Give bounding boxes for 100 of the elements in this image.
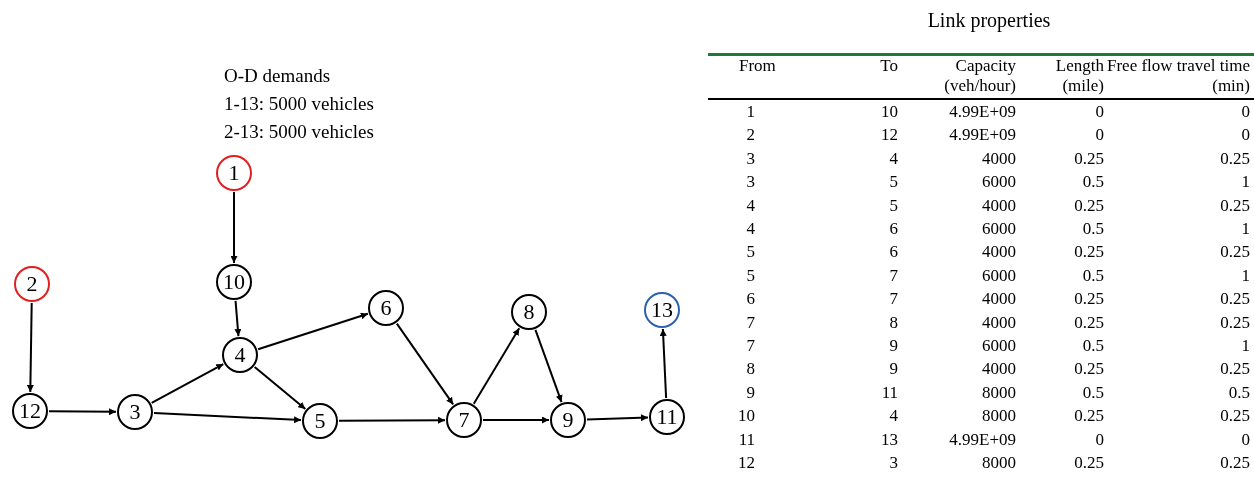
table-value: 4.99E+09 [948, 428, 1016, 451]
table-value: 0 [1094, 124, 1104, 147]
table-value: 5 [745, 264, 756, 287]
table-value: 0.5 [1081, 171, 1104, 194]
table-value: 4000 [981, 311, 1016, 334]
table-value: 11 [737, 428, 756, 451]
demand-note: 2-13: 5000 vehicles [224, 120, 374, 144]
table-value: 0 [1240, 124, 1251, 147]
table-value: 4 [888, 147, 898, 170]
demand-note: 1-13: 5000 vehicles [224, 92, 374, 116]
table-value: 0 [1094, 101, 1104, 123]
table-value: 10 [737, 405, 756, 428]
table-value: 1 [1240, 171, 1251, 194]
table-value: 8000 [981, 405, 1016, 428]
table-value: 0.25 [1219, 452, 1251, 475]
table-value: 8000 [981, 381, 1016, 404]
table-value: 4000 [981, 241, 1016, 264]
table-value: 2 [745, 124, 756, 147]
table-value: 6 [745, 288, 756, 311]
table-value: 3 [888, 452, 898, 475]
table-value: 0.5 [1081, 218, 1104, 241]
table-value: 7 [888, 264, 898, 287]
column-header: Length (mile) [1054, 56, 1104, 96]
table-value: 1 [1240, 218, 1251, 241]
arrow [234, 299, 242, 338]
arrow [153, 411, 302, 424]
arrow [659, 328, 668, 399]
arrow [534, 328, 563, 404]
table-value: 1 [1240, 335, 1251, 358]
arrow [257, 312, 369, 351]
column-header: To [879, 56, 898, 77]
table-value: 4000 [981, 358, 1016, 381]
table-value: 9 [745, 381, 756, 404]
table-value: 4 [745, 194, 756, 217]
table-value: 4 [745, 218, 756, 241]
table-value: 6000 [981, 264, 1016, 287]
table-value: 3 [745, 171, 756, 194]
table-value: 0.25 [1073, 358, 1104, 381]
table-value: 7 [745, 311, 756, 334]
table-value: 4000 [981, 194, 1016, 217]
table-value: 0.25 [1073, 241, 1104, 264]
arrow [586, 414, 649, 422]
column-header: Capacity (veh/hour) [943, 56, 1016, 96]
demand-note: O-D demands [224, 64, 332, 88]
table-value: 4000 [981, 147, 1016, 170]
table-value: 0.5 [1081, 335, 1104, 358]
table-value: 0.25 [1219, 288, 1251, 311]
table-value: 8 [745, 358, 756, 381]
table-value: 0.25 [1073, 405, 1104, 428]
table-value: 7 [745, 335, 756, 358]
table-value: 6 [888, 241, 898, 264]
table-value: 4 [888, 405, 898, 428]
table-value: 0.25 [1219, 147, 1251, 170]
table-value: 4000 [981, 288, 1016, 311]
table-value: 9 [888, 335, 898, 358]
table-value: 12 [737, 452, 756, 475]
table-value: 6 [888, 218, 898, 241]
table-value: 0.25 [1073, 194, 1104, 217]
arrow [230, 191, 238, 264]
table-value: 9 [888, 358, 898, 381]
table-value: 4.99E+09 [948, 124, 1016, 147]
table-value: 0 [1094, 428, 1104, 451]
table-value: 11 [880, 381, 898, 404]
table-value: 0.5 [1081, 264, 1104, 287]
table-value: 0.25 [1073, 452, 1104, 475]
column-header: Free flow travel time (min) [1105, 56, 1251, 96]
arrow [26, 302, 34, 393]
table-value: 0 [1240, 428, 1251, 451]
table-value: 5 [888, 194, 898, 217]
table-value: 4.99E+09 [948, 101, 1016, 123]
table-value: 6000 [981, 171, 1016, 194]
table-value: 0.25 [1073, 311, 1104, 334]
table-value: 12 [880, 124, 898, 147]
table-value: 0.25 [1219, 405, 1251, 428]
table-value: 1 [1240, 264, 1251, 287]
table-value: 0.5 [1227, 381, 1251, 404]
table-value: 0.25 [1073, 147, 1104, 170]
arrow [338, 416, 446, 424]
table-value: 0.25 [1219, 358, 1251, 381]
table-value: 6000 [981, 335, 1016, 358]
table-value: 3 [745, 147, 756, 170]
table-value: 5 [745, 241, 756, 264]
table-value: 1 [745, 101, 756, 123]
arrow [482, 416, 550, 424]
table-value: 0.25 [1073, 288, 1104, 311]
table-value: 6000 [981, 218, 1016, 241]
table-value: 0 [1240, 101, 1251, 123]
table-value: 0.5 [1081, 381, 1104, 404]
table-value: 0.25 [1219, 194, 1251, 217]
table-value: 0.25 [1219, 311, 1251, 334]
arrow [48, 408, 117, 416]
table-value: 5 [888, 171, 898, 194]
table-value: 13 [880, 428, 898, 451]
table-value: 8 [888, 311, 898, 334]
table-value: 8000 [981, 452, 1016, 475]
arrow [253, 366, 307, 410]
column-header: From [738, 56, 777, 77]
table-value: 7 [888, 288, 898, 311]
table-value: 10 [880, 101, 898, 123]
table-title: Link properties [926, 8, 1051, 34]
